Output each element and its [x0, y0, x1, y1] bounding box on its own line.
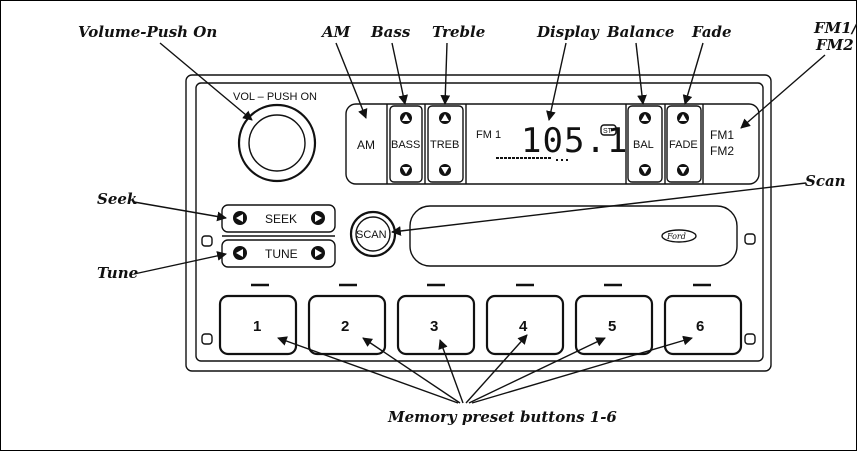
arrow-fm — [740, 54, 826, 129]
tune-rocker[interactable]: TUNE — [221, 239, 336, 268]
arrow-tune — [133, 251, 227, 275]
display: FM 1 105.1 ST — [476, 121, 628, 161]
callout-balance: Balance — [606, 23, 674, 41]
callout-fade: Fade — [691, 23, 732, 41]
callout-display: Display — [536, 23, 600, 41]
fm-button[interactable]: FM1 FM2 — [710, 128, 734, 158]
display-frequency: 105.1 — [521, 121, 628, 161]
preset-4-label: 4 — [519, 318, 528, 335]
callout-scan: Scan — [805, 172, 846, 190]
arrow-scan — [391, 182, 807, 236]
media-slot: Ford — [409, 205, 738, 267]
seek-label: SEEK — [265, 212, 297, 226]
fade-rocker[interactable]: FADE — [666, 105, 702, 183]
arrow-display — [546, 42, 567, 121]
arrow-balance — [635, 42, 647, 105]
mounting-screws — [201, 233, 756, 345]
bass-rocker[interactable]: BASS — [389, 105, 423, 183]
radio-faceplate — [185, 74, 772, 372]
arrow-preset-4 — [465, 334, 528, 404]
callout-am: AM — [320, 23, 351, 41]
scan-label: SCAN — [356, 229, 387, 241]
volume-label: VOL – PUSH ON — [233, 91, 317, 103]
tune-label: TUNE — [265, 247, 298, 261]
arrow-bass — [391, 42, 408, 105]
callout-seek: Seek — [97, 190, 137, 208]
scan-button[interactable]: SCAN — [349, 210, 397, 258]
balance-rocker[interactable]: BAL — [627, 105, 663, 183]
balance-button-label: BAL — [633, 139, 654, 151]
fade-button-label: FADE — [669, 139, 698, 151]
arrow-fade — [682, 42, 704, 105]
preset-1-label: 1 — [253, 318, 261, 335]
callout-fm-line2: FM2 — [815, 36, 854, 54]
callout-fm-line1: FM1/ — [813, 19, 857, 37]
preset-button-5[interactable]: 5 — [574, 283, 654, 356]
callout-tune: Tune — [97, 264, 138, 282]
seek-rocker[interactable]: SEEK — [221, 204, 336, 233]
fm-button-label-line1: FM1 — [710, 128, 734, 142]
treble-button-label: TREB — [430, 139, 459, 151]
preset-button-2[interactable]: 2 — [307, 283, 387, 356]
arrow-preset-5 — [468, 337, 606, 404]
arrow-preset-1 — [277, 336, 459, 404]
bass-button-label: BASS — [391, 139, 420, 151]
preset-button-3[interactable]: 3 — [396, 283, 476, 356]
callout-arrows — [133, 42, 826, 404]
preset-6-label: 6 — [696, 318, 704, 335]
arrow-preset-6 — [471, 335, 693, 404]
fm-button-label-line2: FM2 — [710, 144, 734, 158]
preset-button-4[interactable]: 4 — [485, 283, 565, 356]
display-band: FM 1 — [476, 129, 501, 141]
preset-5-label: 5 — [608, 318, 616, 335]
volume-knob[interactable] — [237, 103, 317, 183]
arrow-treble — [440, 42, 451, 105]
arrow-preset-2 — [362, 337, 461, 404]
arrow-am — [335, 42, 368, 119]
ford-logo-icon — [661, 229, 697, 243]
callout-volume: Volume-Push On — [78, 23, 217, 41]
preset-3-label: 3 — [430, 318, 438, 335]
preset-button-6[interactable]: 6 — [663, 283, 743, 356]
arrow-volume — [159, 42, 253, 121]
preset-button-1[interactable]: 1 — [218, 283, 298, 356]
brand-logo-text: Ford — [666, 232, 686, 241]
callout-bass: Bass — [370, 23, 411, 41]
arrow-seek — [133, 201, 227, 222]
am-button[interactable]: AM — [357, 138, 375, 152]
treble-rocker[interactable]: TREB — [427, 105, 464, 183]
display-stereo-indicator: ST — [603, 128, 613, 135]
callout-presets: Memory preset buttons 1-6 — [387, 408, 617, 426]
arrow-preset-3 — [438, 339, 464, 404]
am-button-label: AM — [357, 138, 375, 152]
preset-2-label: 2 — [341, 318, 349, 335]
callout-treble: Treble — [432, 23, 485, 41]
